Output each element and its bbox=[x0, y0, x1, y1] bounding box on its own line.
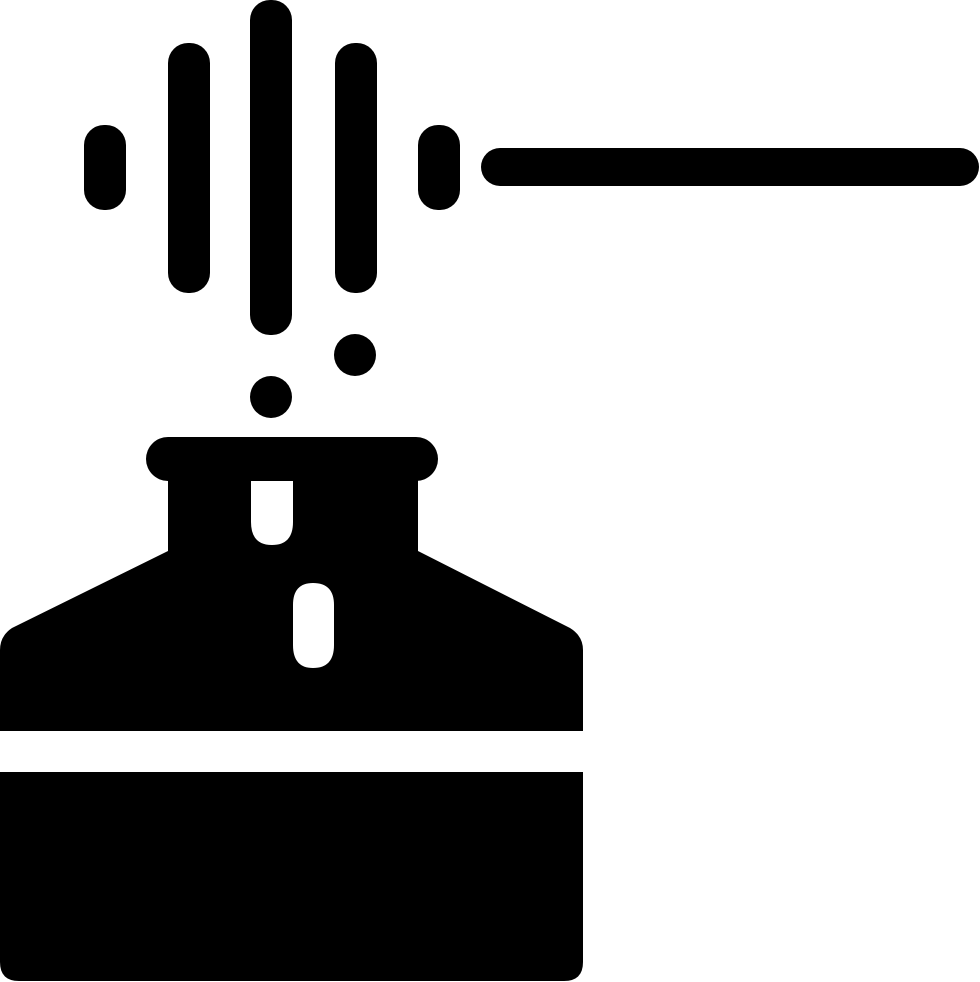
honey-drop-right bbox=[334, 334, 376, 376]
dipper-handle bbox=[481, 148, 979, 186]
dipper-bar-2 bbox=[168, 43, 210, 293]
jar-upper-body bbox=[0, 460, 583, 731]
dipper-bar-5 bbox=[418, 125, 460, 210]
dipper-bar-4 bbox=[335, 43, 377, 293]
dipper-bar-3 bbox=[250, 0, 292, 335]
dipper-bar-1 bbox=[84, 125, 126, 210]
jar-base bbox=[0, 772, 583, 981]
honey-drop-left bbox=[250, 376, 292, 418]
jar-lid bbox=[146, 437, 438, 481]
